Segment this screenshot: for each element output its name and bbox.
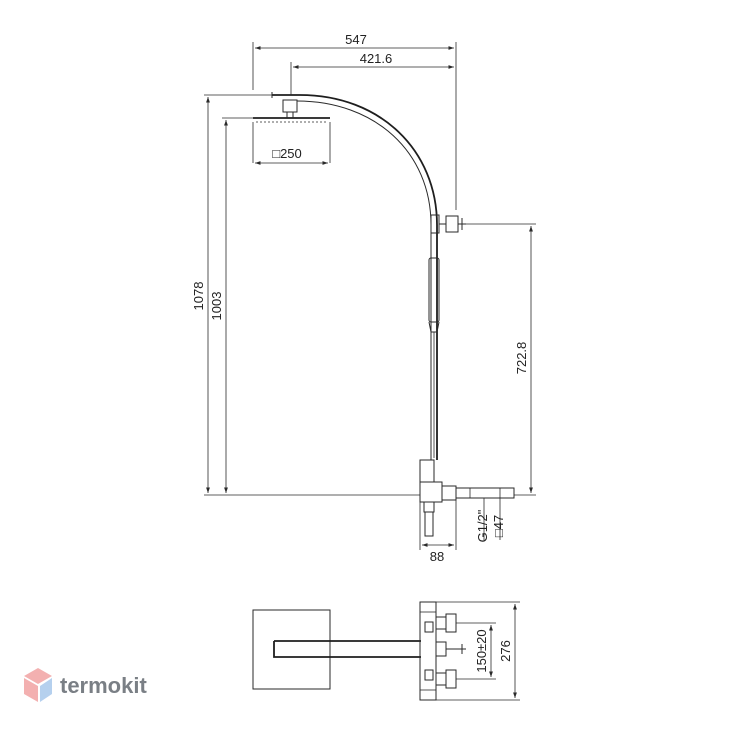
logo-cube-top [24, 668, 52, 684]
logo-text: termokit [60, 673, 147, 698]
hand-shower [428, 257, 440, 458]
dim-label-47: □47 [491, 515, 506, 537]
dim-label-276: 276 [498, 640, 513, 662]
mixer-valve [419, 459, 515, 537]
dim-body-height: 276 [436, 601, 520, 701]
termokit-logo: termokit [24, 668, 147, 702]
valve-handle [424, 511, 434, 537]
valve-lower-block [423, 501, 435, 513]
head-square-outline [252, 609, 331, 690]
dim-total-width: 547 [252, 32, 457, 210]
wall-bracket [430, 214, 466, 234]
logo-cube-icon [24, 668, 52, 702]
dim-depth: 88 [419, 500, 457, 564]
dim-label-547: 547 [345, 32, 367, 47]
arm-outer-line [272, 94, 438, 460]
top-view-arm [273, 640, 421, 658]
dim-thread: G1/2" □47 [475, 498, 506, 542]
logo-cube-left [24, 678, 38, 702]
dim-label-88: 88 [430, 549, 444, 564]
dim-label-1078: 1078 [191, 282, 206, 311]
hand-shower-body [428, 257, 440, 323]
valve-top-block [419, 459, 435, 483]
dim-spacing: 150±20 [456, 622, 496, 680]
shower-head [253, 99, 330, 123]
mixer-body-outline [419, 601, 437, 701]
dim-head-height: 1003 [209, 117, 253, 493]
shower-head-connector [282, 99, 298, 113]
arm-inner-line [296, 100, 432, 460]
dim-label-421: 421.6 [360, 51, 393, 66]
valve-body [419, 481, 443, 503]
dim-label-722: 722.8 [514, 342, 529, 375]
top-view: 150±20 276 [252, 601, 520, 701]
dim-holder-height: 722.8 [466, 223, 536, 496]
dim-label-1003: 1003 [209, 292, 224, 321]
logo-cube-right [40, 678, 52, 702]
dim-total-height: 1078 [191, 94, 420, 496]
dim-label-150: 150±20 [474, 629, 489, 672]
dim-label-250: □250 [272, 146, 302, 161]
dim-arm-reach: 421.6 [290, 51, 454, 95]
dim-head-size: □250 [252, 122, 331, 165]
dim-label-thread: G1/2" [475, 509, 490, 542]
wall-connection-pipe [455, 487, 515, 499]
valve-outlet [441, 485, 457, 501]
front-view: 547 421.6 □250 1078 1003 [191, 32, 536, 564]
